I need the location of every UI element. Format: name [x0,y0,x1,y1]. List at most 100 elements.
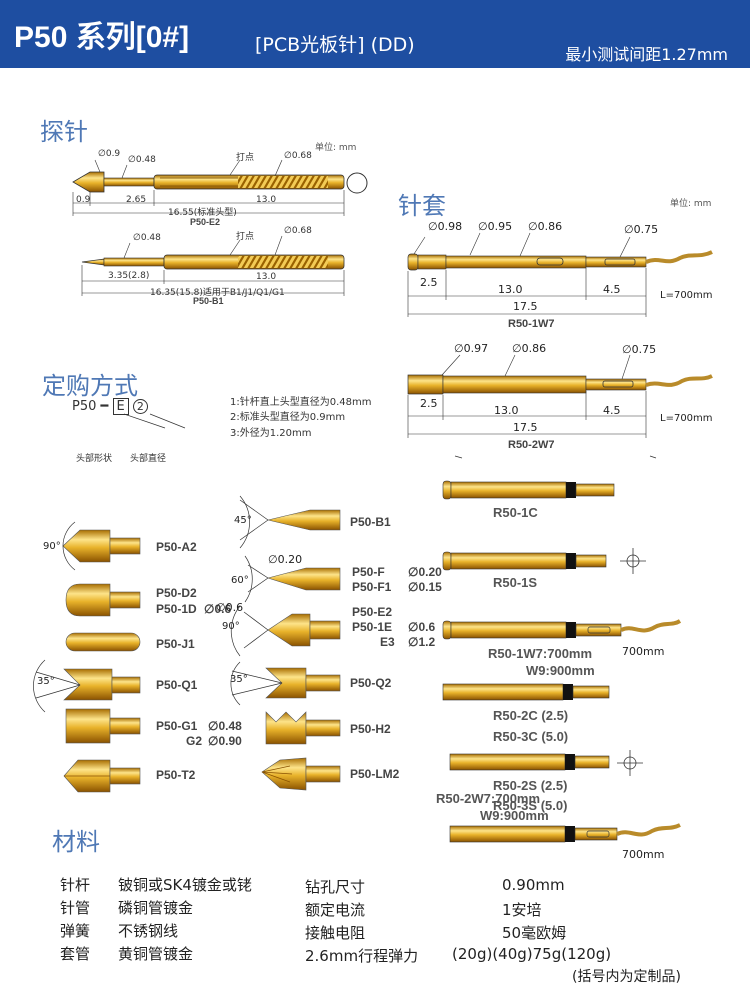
tip-f-tip-dia: ∅0.20 [268,553,303,566]
sleeve-r2w7-variant-drawing [449,823,681,843]
material-value: 铍铜或SK4镀金或铑 [118,876,252,894]
material-value: 磷铜管镀金 [118,899,194,917]
variant-r2w7-len: R50-2W7:700mm [436,791,541,806]
material-part: 套管 [60,945,91,963]
tip-g1-label: P50-G1 [156,719,198,733]
tip-b1-label: P50-B1 [350,515,391,529]
sleeve-r1c-drawing [442,480,615,500]
order-section-title: 定购方式 [42,372,138,400]
tip-d2-label: P50-D2 [156,586,197,600]
material-value: 不锈钢线 [118,922,179,940]
variant-r1w7-len: R50-1W7:700mm [488,646,593,661]
tip-f-shape-drawing [244,555,341,603]
variant-r1c: R50-1C [493,505,538,520]
tip-h2-shape-drawing [265,711,341,745]
b1-dim-c: 13.0 [256,272,277,282]
variant-r2c: R50-2C (2.5) [493,708,569,723]
spec-name: 额定电流 [305,901,366,919]
tip-g1-dia: ∅0.48 [208,719,242,733]
spec-name: 2.6mm行程弹力 [305,947,419,965]
e2-dia-barrel: ∅0.68 [284,151,312,161]
tip-f1-dia: ∅0.15 [408,580,442,594]
sleeve-r1s-drawing [442,548,646,574]
order-code-dash: ━ [100,399,109,414]
tip-e3-dia: ∅1.2 [408,635,436,649]
order-note-1: 1:针杆直上头型直径为0.48mm [230,397,372,408]
variant-r1w7-wire: 700mm [622,645,665,658]
b1-mark: 打点 [236,232,255,242]
probe-e2-drawing [72,159,368,216]
r2w7-dim-b: 13.0 [494,404,519,417]
tip-f-label: P50-F [352,565,385,579]
tip-h2-label: P50-H2 [350,722,391,736]
r2w7-d1: ∅0.97 [454,342,489,355]
tip-e-tip-dia: ∅0.6 [216,601,244,614]
spec-value: (20g)(40g)75g(120g) [452,945,612,963]
spec-value: 1安培 [502,901,542,919]
r1w7-name: R50-1W7 [508,318,555,330]
tip-d2-drawing [65,583,141,617]
tip-g2-label: G2 [186,734,203,748]
r2w7-d3: ∅0.75 [622,343,657,356]
e2-mark: 打点 [236,153,255,163]
series-subtitle: [PCB光板针] (DD) [255,34,415,56]
spec-name: 接触电阻 [305,924,366,942]
e2-dim-a: 0.9 [76,195,91,205]
tip-a2-drawing [62,521,141,571]
r2w7-dim-total: 17.5 [513,421,538,434]
b1-dia-barrel: ∅0.68 [284,226,312,236]
order-note-3: 3:外径为1.20mm [230,428,312,439]
tip-q1-angle: 35° [37,676,55,687]
r2w7-d2: ∅0.86 [512,342,547,355]
r1w7-dim-b: 13.0 [498,283,523,296]
tip-d1-dia: ∅0.6 [204,602,232,616]
r2w7-dim-c: 4.5 [603,404,621,417]
tip-g2-dia: ∅0.90 [208,734,242,748]
variant-r1w7-w9: W9:900mm [526,663,595,678]
r2w7-name: R50-2W7 [508,439,555,451]
tip-f-dia: ∅0.20 [408,565,442,579]
e2-dia-head: ∅0.9 [98,149,121,159]
e2-dim-c: 13.0 [256,195,277,205]
e2-name: P50-E2 [190,217,221,227]
material-part: 针杆 [60,876,91,894]
r1w7-wire: L=700mm [660,290,713,301]
tip-lm2-label: P50-LM2 [350,767,400,781]
spec-value: 50毫欧姆 [502,924,567,942]
variant-r1s: R50-1S [493,575,538,590]
tip-q2-shape-drawing [230,661,341,706]
tip-a2-label: P50-A2 [156,540,197,554]
order-code-brackets [123,413,186,429]
header-banner: P50 系列[0#] [PCB光板针] (DD) 最小测试间距1.27mm [0,0,750,68]
tip-e3-label: E3 [380,635,395,649]
sleeve-r1w7-variant-drawing [442,619,682,640]
materials-section-title: 材料 [52,828,100,856]
tip-d1-label: P50-1D [156,602,197,616]
material-part: 针管 [60,899,91,917]
tip-t2-drawing [63,759,141,793]
tip-t2-label: P50-T2 [156,768,196,782]
min-pitch: 最小测试间距1.27mm [565,45,728,64]
e2-dia-plunger: ∅0.48 [128,155,156,165]
tip-f-angle: 60° [231,575,249,586]
material-value: 黄铜管镀金 [118,945,194,963]
probe-section-title: 探针 [40,118,88,146]
probe-unit: 单位: mm [315,143,357,153]
b1-dia-plunger: ∅0.48 [133,233,161,243]
r2w7-wire: L=700mm [660,413,713,424]
order-code: P50 ━ E 2 [72,398,148,415]
sleeve-1w7-drawing [407,232,713,317]
variant-r2w7-wire: 700mm [622,848,665,861]
order-code-box-1: E [112,398,129,415]
tip-lm2-shape-drawing [261,757,341,791]
tip-q1-label: P50-Q1 [156,678,198,692]
series-title: P50 系列[0#] [14,21,190,54]
variant-r3c: R50-3C (5.0) [493,729,569,744]
b1-name: P50-B1 [193,296,224,306]
r1w7-dim-a: 2.5 [420,276,438,289]
tip-q1-drawing [33,659,141,713]
order-caption-shape: 头部形状 [76,454,113,464]
variant-r2w7-w9: W9:900mm [480,808,549,823]
tip-q2-angle: 35° [230,674,248,685]
